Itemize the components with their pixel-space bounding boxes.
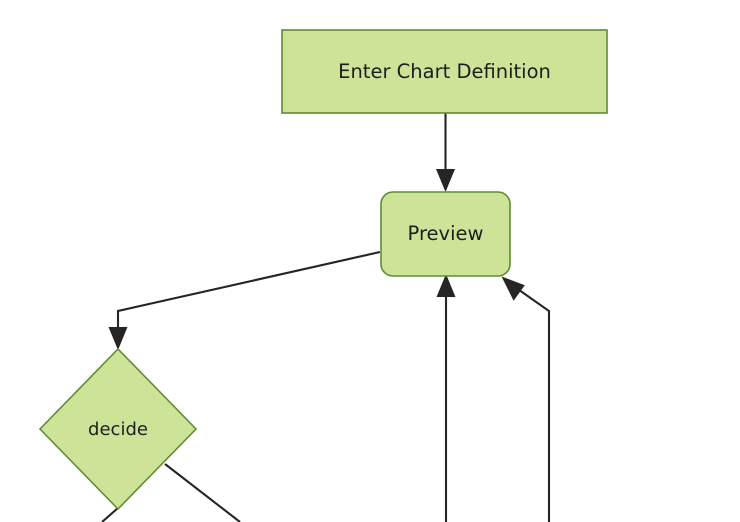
edge-decide-bottom-out-line bbox=[101, 507, 119, 522]
edge-bottom-right-to-preview-line bbox=[511, 284, 551, 522]
edge-enter-to-preview bbox=[436, 113, 455, 192]
edge-enter-to-preview-arrowhead bbox=[436, 169, 455, 192]
edge-decide-bottom-out bbox=[101, 507, 119, 522]
node-preview[interactable]: Preview bbox=[380, 191, 511, 277]
edge-bottom-right-to-preview-arrowhead bbox=[501, 276, 525, 301]
edge-bottom-right-to-preview bbox=[501, 276, 551, 522]
enter-chart-definition-label: Enter Chart Definition bbox=[338, 60, 551, 83]
edge-decide-right-out-line bbox=[164, 463, 241, 522]
edge-decide-right-out bbox=[164, 463, 241, 522]
preview-shape[interactable] bbox=[380, 191, 511, 277]
decide-shape[interactable] bbox=[38, 347, 198, 511]
edge-preview-to-decide-line bbox=[116, 250, 381, 337]
node-decide[interactable]: decide bbox=[38, 347, 198, 511]
edge-preview-to-decide-arrowhead bbox=[108, 327, 128, 350]
node-enter-chart-definition[interactable]: Enter Chart Definition bbox=[281, 29, 608, 114]
edge-bottom-center-to-preview-arrowhead bbox=[436, 274, 456, 297]
preview-label: Preview bbox=[408, 222, 484, 245]
decide-label: decide bbox=[88, 419, 148, 440]
edge-preview-to-decide bbox=[108, 250, 381, 350]
edge-bottom-center-to-preview bbox=[436, 274, 456, 522]
enter-chart-definition-shape[interactable] bbox=[281, 29, 608, 114]
